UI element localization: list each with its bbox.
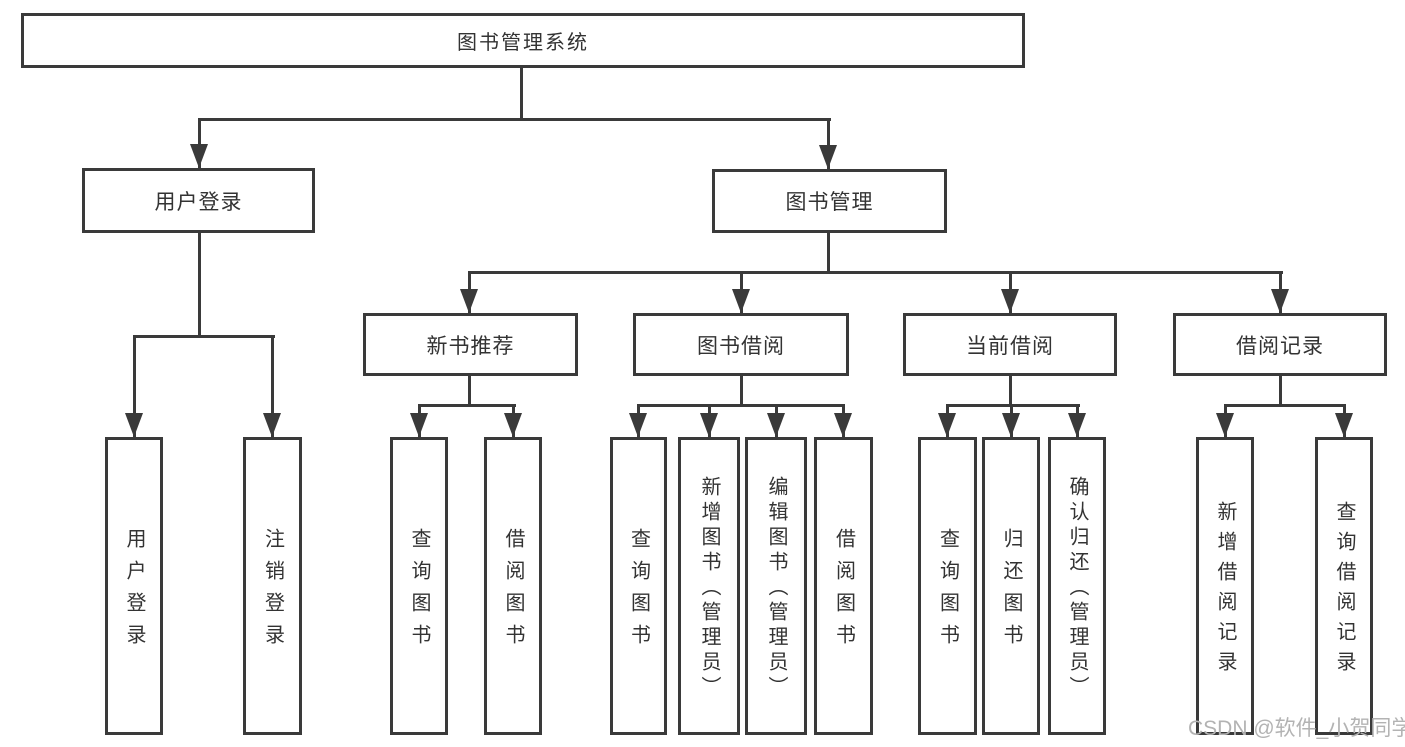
node-user-login: 用户登录: [82, 168, 315, 233]
leaf-label: 借阅图书: [502, 528, 524, 656]
node-current-borrow: 当前借阅: [903, 313, 1117, 376]
connector-arrowhead: [834, 413, 852, 437]
node-label: 图书管理: [785, 191, 874, 214]
leaf-label: 查询借阅记录: [1333, 501, 1355, 681]
connector-arrowhead: [190, 144, 208, 168]
connector-line: [827, 118, 830, 169]
connector-arrowhead: [1271, 289, 1289, 313]
connector-line: [468, 374, 471, 407]
csdn-watermark: CSDN @软件_小贺同学: [1188, 717, 1405, 740]
leaf-borrow-book: 借阅图书: [814, 437, 873, 735]
node-new-book-recommend: 新书推荐: [363, 313, 578, 376]
leaf-label: 新增图书（管理员）: [698, 476, 720, 701]
connector-line: [468, 271, 1283, 274]
node-label: 用户登录: [154, 190, 243, 214]
connector-arrowhead: [504, 413, 522, 437]
connector-line: [740, 374, 743, 407]
connector-line: [946, 404, 1080, 407]
leaf-edit-book-admin: 编辑图书（管理员）: [745, 437, 807, 735]
leaf-return-book: 归还图书: [982, 437, 1040, 735]
connector-line: [637, 404, 845, 407]
connector-line: [133, 335, 275, 338]
node-book-management: 图书管理: [712, 169, 947, 233]
connector-line: [1224, 404, 1346, 407]
leaf-query-current-borrow: 查询图书: [918, 437, 977, 735]
connector-arrowhead: [629, 413, 647, 437]
node-root-label: 图书管理系统: [457, 32, 589, 54]
connector-arrowhead: [1001, 289, 1019, 313]
connector-arrowhead: [1068, 413, 1086, 437]
connector-arrowhead: [732, 289, 750, 313]
leaf-logout: 注销登录: [243, 437, 302, 735]
connector-line: [1009, 374, 1012, 407]
leaf-user-login: 用户登录: [105, 437, 163, 735]
leaf-label: 查询图书: [627, 528, 650, 656]
connector-line: [133, 335, 136, 437]
connector-arrowhead: [700, 413, 718, 437]
node-root: 图书管理系统: [21, 13, 1025, 68]
connector-arrowhead: [1335, 413, 1353, 437]
node-borrow-records: 借阅记录: [1173, 313, 1387, 376]
leaf-query-book-borrow: 查询图书: [610, 437, 667, 735]
connector-line: [198, 118, 831, 121]
connector-arrowhead: [125, 413, 143, 437]
connector-line: [198, 118, 201, 168]
connector-arrowhead: [1002, 413, 1020, 437]
leaf-label: 编辑图书（管理员）: [765, 476, 787, 701]
connector-line: [271, 335, 274, 437]
connector-arrowhead: [819, 145, 837, 169]
connector-line: [418, 404, 516, 407]
connector-arrowhead: [263, 413, 281, 437]
leaf-label: 注销登录: [261, 528, 284, 656]
leaf-add-borrow-record: 新增借阅记录: [1196, 437, 1254, 735]
node-label: 图书借阅: [697, 334, 785, 358]
leaf-label: 查询图书: [408, 528, 430, 656]
connector-line: [198, 231, 201, 337]
node-label: 当前借阅: [966, 334, 1054, 358]
leaf-label: 用户登录: [123, 528, 145, 656]
leaf-query-book-recommend: 查询图书: [390, 437, 448, 735]
leaf-borrow-book-recommend: 借阅图书: [484, 437, 542, 735]
leaf-confirm-return-admin: 确认归还（管理员）: [1048, 437, 1106, 735]
leaf-label: 新增借阅记录: [1214, 501, 1236, 681]
leaf-add-book-admin: 新增图书（管理员）: [678, 437, 740, 735]
connector-arrowhead: [938, 413, 956, 437]
leaf-label: 确认归还（管理员）: [1066, 476, 1088, 701]
leaf-label: 归还图书: [1000, 528, 1022, 656]
leaf-label: 借阅图书: [832, 528, 855, 656]
connector-arrowhead: [460, 289, 478, 313]
connector-line: [827, 231, 830, 273]
connector-line: [1279, 374, 1282, 407]
connector-line: [520, 66, 523, 120]
connector-arrowhead: [410, 413, 428, 437]
leaf-query-borrow-record: 查询借阅记录: [1315, 437, 1373, 735]
node-label: 新书推荐: [426, 334, 515, 358]
connector-arrowhead: [767, 413, 785, 437]
leaf-label: 查询图书: [936, 528, 959, 656]
node-book-borrow: 图书借阅: [633, 313, 849, 376]
node-label: 借阅记录: [1236, 334, 1324, 358]
connector-arrowhead: [1216, 413, 1234, 437]
